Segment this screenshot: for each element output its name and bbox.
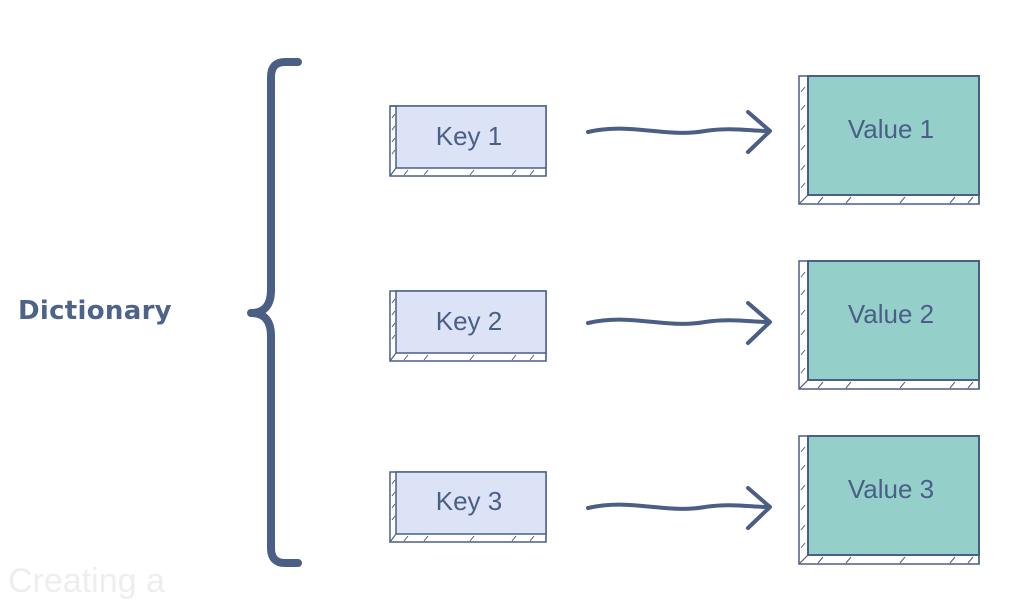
- key-box-2: Key 2: [389, 290, 547, 362]
- key-box-3: Key 3: [389, 471, 547, 543]
- pair-3: Key 3 Value 3: [389, 435, 980, 565]
- value-box-1: Value 1: [798, 75, 980, 205]
- key-label-3: Key 3: [436, 486, 503, 516]
- pair-2: Key 2 Value 2: [389, 260, 980, 390]
- value-label-3: Value 3: [848, 474, 934, 504]
- dictionary-label: Dictionary: [18, 296, 172, 326]
- pair-1: Key 1 Value 1: [389, 75, 980, 205]
- key-box-1: Key 1: [389, 105, 547, 177]
- key-label-1: Key 1: [436, 121, 503, 151]
- arrow-2: [586, 301, 772, 345]
- faded-caption: Creating a: [8, 562, 165, 600]
- arrow-1: [586, 110, 772, 154]
- value-label-2: Value 2: [848, 299, 934, 329]
- value-box-3: Value 3: [798, 435, 980, 565]
- key-label-2: Key 2: [436, 306, 503, 336]
- value-label-1: Value 1: [848, 114, 934, 144]
- curly-brace: [247, 58, 302, 567]
- arrow-3: [586, 486, 772, 530]
- value-box-2: Value 2: [798, 260, 980, 390]
